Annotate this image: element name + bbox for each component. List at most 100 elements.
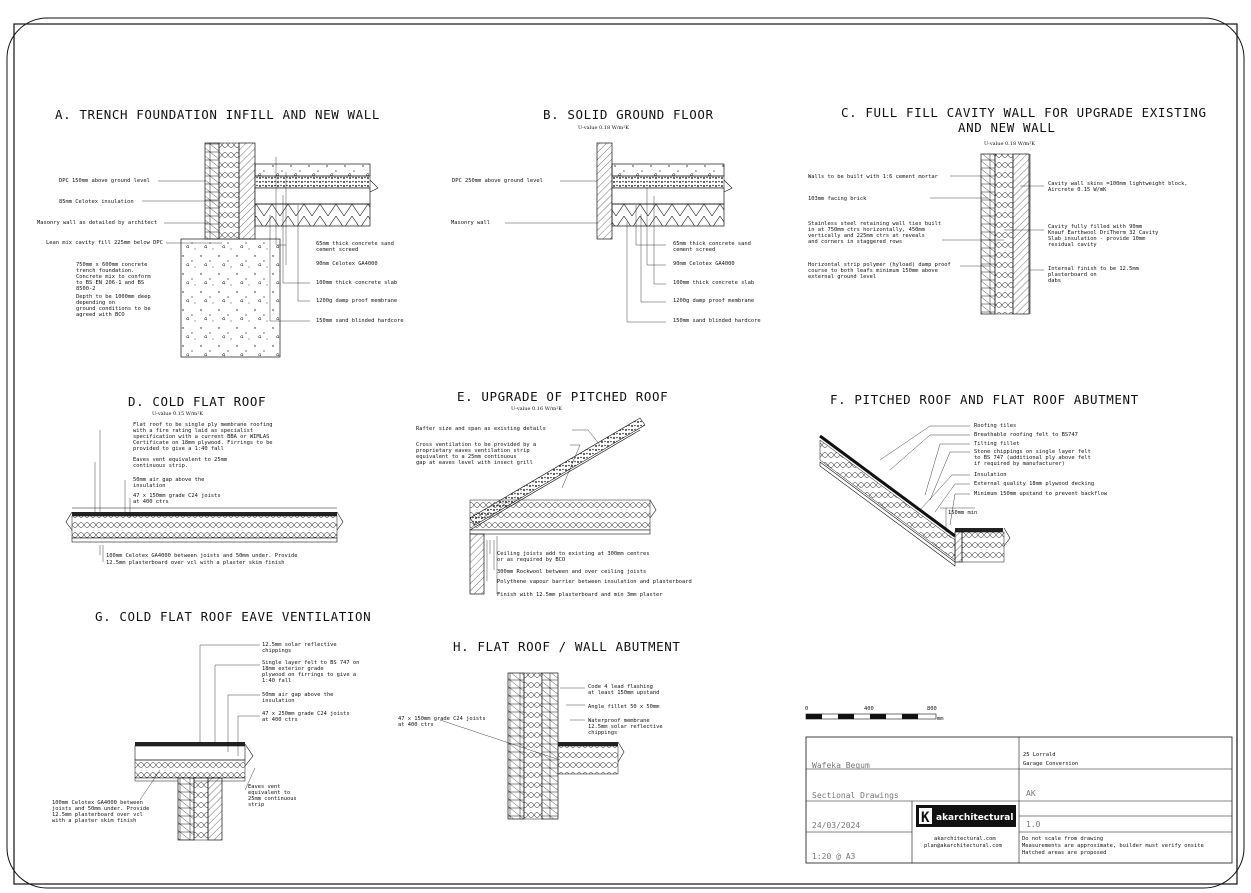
- detail-h: H. FLAT ROOF / WALL ABUTMENT Code 4 lead…: [398, 639, 680, 820]
- outer-leaf: [204, 142, 220, 240]
- note-a-insulation: 85mm Celotex insulation: [59, 199, 134, 205]
- note-d-membrane: Flat roof to be single ply membrane roof…: [133, 422, 273, 452]
- concrete-slab: [254, 187, 371, 205]
- detail-d-uvalue: U-value 0.15 W/m²K: [152, 411, 203, 417]
- disclaimer-2: Measurements are approximate, builder mu…: [1022, 843, 1204, 849]
- note-c-dpc: Horizontal strip polymer (hyload) damp p…: [808, 262, 951, 280]
- note-d-celotex: 100mm Celotex GA4000 between joists and …: [106, 553, 297, 559]
- note-a-masonry: Masonry wall as detailed by architect: [37, 220, 157, 226]
- company-email: plan@akarchitectural.com: [924, 843, 1002, 849]
- revision: 1.0: [1026, 820, 1041, 829]
- masonry-wall: [596, 142, 613, 240]
- note-f-tiles: Roofing tiles: [974, 423, 1016, 429]
- inner-border: [13, 23, 1238, 885]
- note-a-leanmix: Lean mix cavity fill 225mm below DPC: [46, 240, 163, 246]
- outer-border: [6, 17, 1245, 889]
- detail-e-title: E. UPGRADE OF PITCHED ROOF: [457, 389, 668, 404]
- note-b-dpc: DPC 250mm above ground level: [452, 178, 543, 184]
- detail-d: D. COLD FLAT ROOF U-value 0.15 W/m²K Fla…: [65, 394, 344, 566]
- disclaimer-3: Hatched areas are proposed: [1022, 850, 1106, 856]
- drawing-date: 24/03/2024: [812, 821, 860, 830]
- drawing-title: Sectional Drawings: [812, 791, 899, 800]
- note-f-fillet: Tilting fillet: [974, 441, 1019, 447]
- detail-d-title: D. COLD FLAT ROOF: [128, 394, 266, 409]
- detail-b-uvalue: U-value 0.18 W/m²K: [578, 125, 629, 131]
- hardcore: [254, 203, 371, 227]
- note-f-decking: External quality 18mm plywood decking: [974, 481, 1094, 487]
- company-website: akarchitectural.com: [934, 836, 996, 842]
- note-a-slab: 100mm thick concrete slab: [316, 280, 397, 286]
- trench-foundation: [180, 238, 281, 358]
- cavity-insulation: [218, 142, 240, 240]
- project-address-2: Garage Conversion: [1023, 761, 1078, 767]
- detail-c: C. FULL FILL CAVITY WALL FOR UPGRADE EXI…: [808, 105, 1207, 315]
- drawing-scale: 1:20 @ A3: [812, 852, 856, 861]
- company-name: akarchitectural: [936, 813, 1013, 823]
- note-a-dpc: DPC 150mm above ground level: [59, 178, 150, 184]
- note-e-vapour: Polythene vapour barrier between insulat…: [497, 579, 692, 585]
- detail-c-title-1: C. FULL FILL CAVITY WALL FOR UPGRADE EXI…: [841, 105, 1207, 120]
- screed: [254, 163, 371, 177]
- detail-a: A. TRENCH FOUNDATION INFILL AND NEW WALL…: [37, 107, 404, 358]
- detail-b: B. SOLID GROUND FLOOR U-value 0.18 W/m²K…: [451, 107, 761, 324]
- note-e-rafter: Rafter size and span as existing details: [416, 426, 546, 432]
- note-a-celotex: 90mm Celotex GA4000: [316, 261, 378, 267]
- client-name: Wafeka Begum: [812, 761, 870, 770]
- note-f-insulation: Insulation: [974, 472, 1006, 478]
- logo-letter: K: [921, 810, 930, 826]
- note-b-dpm: 1200g damp proof membrane: [673, 298, 754, 304]
- note-c-mortar: Walls to be built with 1:6 cement mortar: [808, 174, 939, 180]
- note-b-slab: 100mm thick concrete slab: [673, 280, 754, 286]
- scale-bar: 0 400 800 mm: [805, 706, 944, 722]
- detail-e: E. UPGRADE OF PITCHED ROOF U-value 0.16 …: [416, 389, 692, 598]
- note-e-rockwool: 300mm Rockwool between and over ceiling …: [497, 569, 646, 575]
- detail-e-uvalue: U-value 0.16 W/m²K: [511, 406, 562, 412]
- detail-g: G. COLD FLAT ROOF EAVE VENTILATION 12.5m…: [52, 609, 371, 841]
- inner-leaf: [238, 142, 256, 240]
- note-a-dpm: 1200g damp proof membrane: [316, 298, 397, 304]
- detail-c-uvalue: U-value 0.18 W/m²K: [984, 141, 1035, 147]
- note-b-masonry: Masonry wall: [451, 220, 490, 226]
- title-block: Wafeka Begum Sectional Drawings 24/03/20…: [805, 736, 1233, 864]
- detail-c-title-2: AND NEW WALL: [958, 120, 1056, 135]
- detail-g-title: G. COLD FLAT ROOF EAVE VENTILATION: [95, 609, 371, 624]
- scale-label-0: 0: [805, 706, 808, 712]
- note-e-joists: Ceiling joists add to existing at 300mm …: [497, 551, 650, 563]
- drawn-by: AK: [1026, 789, 1036, 798]
- note-h-fillet: Angle fillet 50 x 50mm: [588, 704, 659, 710]
- detail-a-title: A. TRENCH FOUNDATION INFILL AND NEW WALL: [55, 107, 380, 122]
- note-a-hardcore: 150mm sand blinded hardcore: [316, 318, 404, 324]
- note-f-felt: Breathable roofing felt to BS747: [974, 432, 1078, 438]
- celotex-slab: [254, 175, 371, 189]
- note-f-upstand: Minimum 150mm upstand to prevent backflo…: [974, 491, 1108, 497]
- detail-f-title: F. PITCHED ROOF AND FLAT ROOF ABUTMENT: [830, 392, 1139, 407]
- scale-label-800: 800: [927, 706, 937, 712]
- company-logo: [916, 805, 1016, 827]
- note-b-celotex: 90mm Celotex GA4000: [673, 261, 735, 267]
- note-d-plasterboard: 12.5mm plasterboard over vcl with a plas…: [106, 560, 285, 566]
- note-e-finish: Finish with 12.5mm plasterboard and min …: [497, 592, 663, 598]
- project-address-1: 25 Lorrald: [1023, 752, 1055, 758]
- detail-b-title: B. SOLID GROUND FLOOR: [543, 107, 714, 122]
- note-c-brick: 103mm facing brick: [808, 196, 867, 202]
